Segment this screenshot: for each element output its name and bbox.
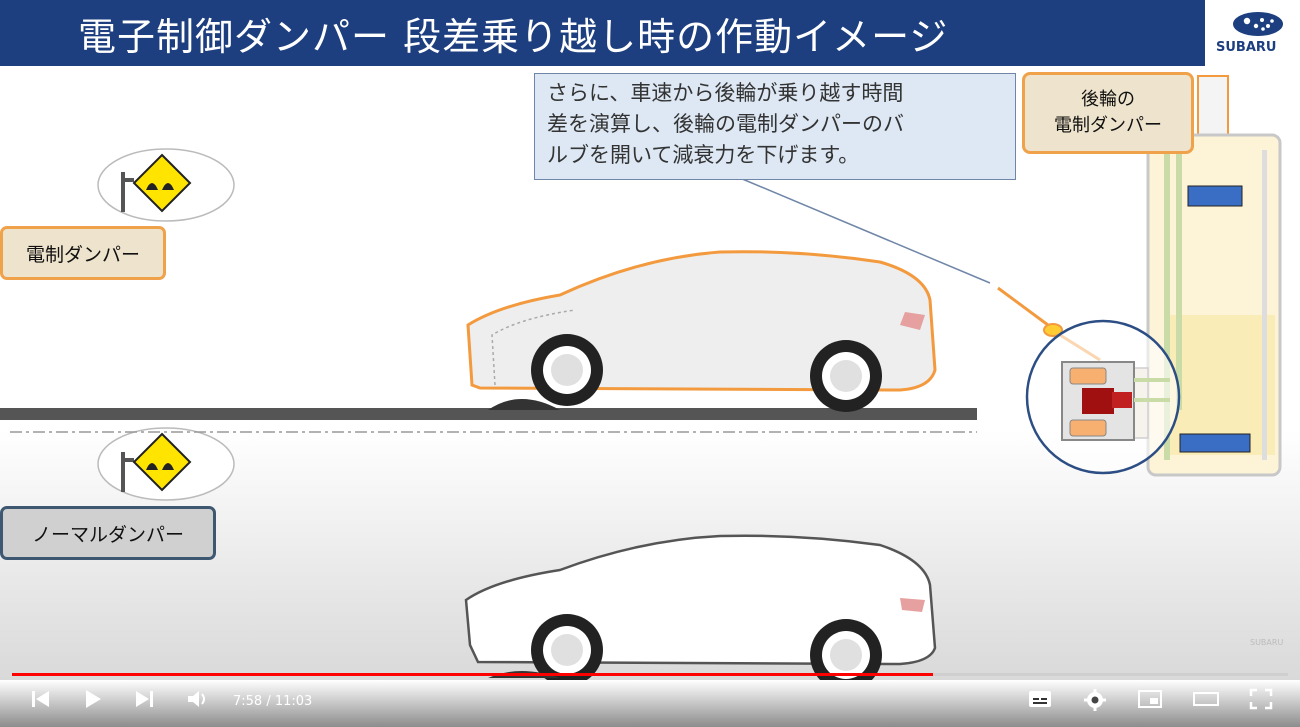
logo-text: SUBARU (1216, 40, 1277, 55)
scene (0, 75, 1282, 680)
rear-damper-label: 後輪の 電制ダンパー (1022, 72, 1194, 154)
slide-title: 電子制御ダンパー 段差乗り越し時の作動イメージ (78, 15, 949, 59)
valve-magnifier (1025, 319, 1181, 475)
car-electronic-damper (466, 250, 937, 412)
volume-icon[interactable] (186, 688, 210, 710)
electronic-damper-label: 電制ダンパー (0, 226, 166, 280)
bump-sign-icon (97, 148, 235, 222)
bump-sign-icon (97, 427, 235, 501)
play-icon[interactable] (82, 688, 104, 710)
explanation-callout: さらに、車速から後輪が乗り越す時間 差を演算し、後輪の電制ダンパーのバ ルブを開… (534, 73, 1016, 180)
skip-back-icon[interactable] (30, 688, 52, 710)
time-display: 7:58 / 11:03 (233, 694, 313, 709)
player-controls (0, 680, 1300, 727)
progress-fill (12, 673, 934, 676)
rear-label-line-1: 後輪の (1081, 89, 1135, 110)
rear-damper-diagram (1117, 75, 1282, 477)
title-bar: 電子制御ダンパー 段差乗り越し時の作動イメージ (0, 0, 1205, 66)
electronic-damper-label-text: 電制ダンパー (25, 243, 140, 266)
callout-line-2: 差を演算し、後輪の電制ダンパーのバ (547, 112, 904, 136)
fullscreen-icon[interactable] (1249, 688, 1273, 710)
callout-line-1: さらに、車速から後輪が乗り越す時間 (547, 81, 904, 105)
miniplayer-icon[interactable] (1137, 688, 1163, 710)
theater-icon[interactable] (1192, 688, 1220, 710)
logo-area (1205, 0, 1300, 66)
callout-line-3: ルブを開いて減衰力を下げます。 (547, 143, 860, 167)
rear-label-line-2: 電制ダンパー (1054, 115, 1162, 136)
normal-damper-label: ノーマルダンパー (0, 506, 216, 560)
skip-next-icon[interactable] (133, 688, 155, 710)
subtitles-icon[interactable] (1028, 688, 1052, 710)
normal-damper-label-text: ノーマルダンパー (31, 523, 184, 546)
subaru-logo-icon (1233, 12, 1283, 36)
car-normal-damper (464, 534, 937, 680)
watermark: SUBARU (1250, 638, 1284, 647)
gear-icon[interactable] (1083, 688, 1107, 712)
